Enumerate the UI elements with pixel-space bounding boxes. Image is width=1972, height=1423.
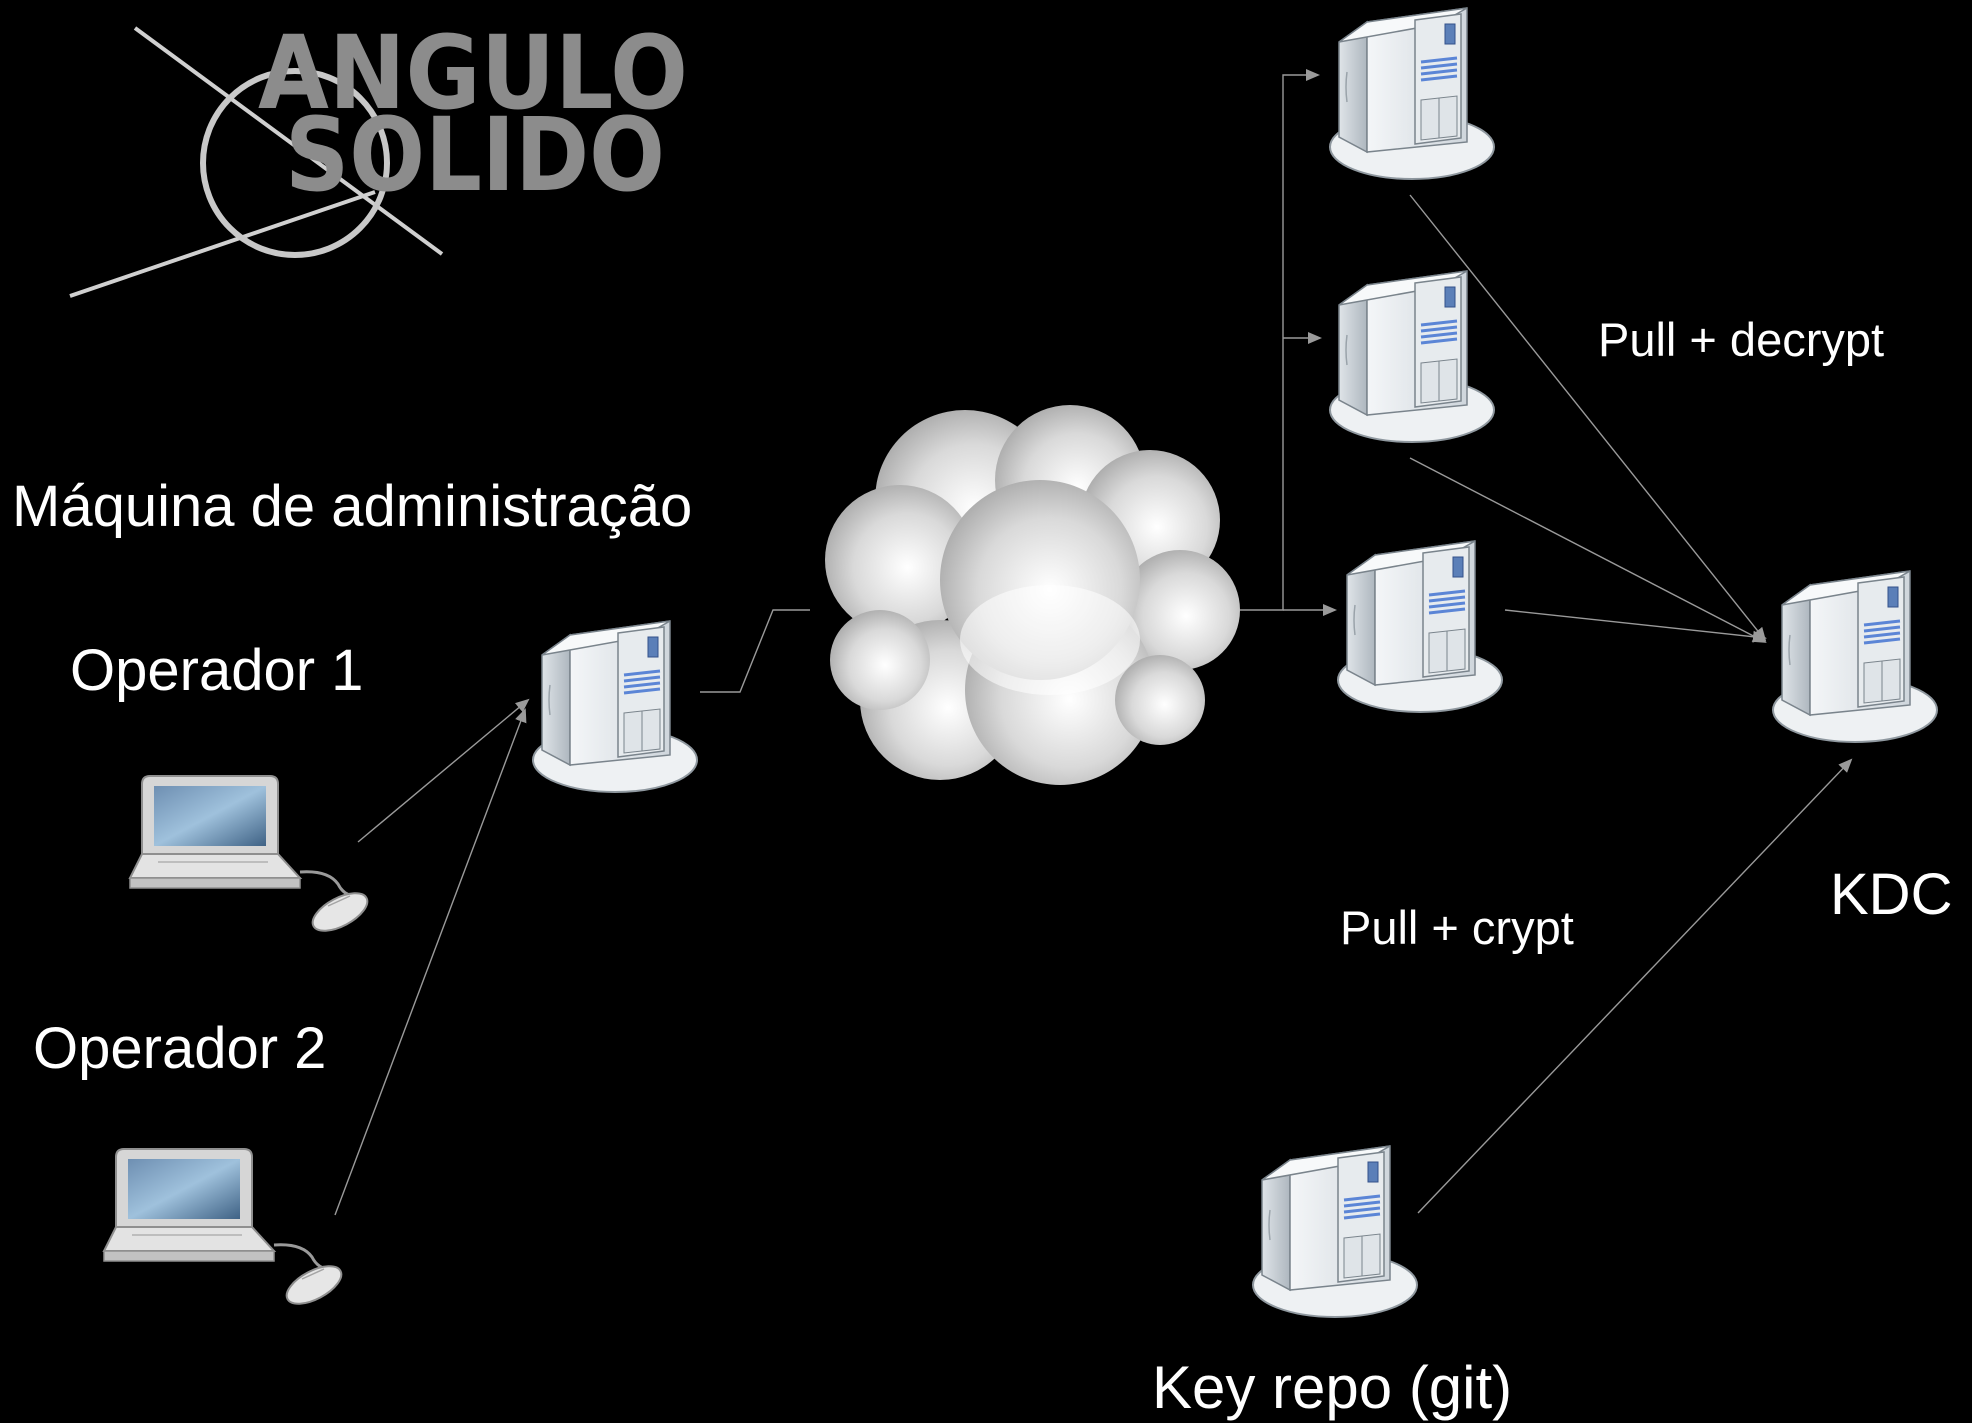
edge-operator2-admin [334,708,527,1216]
edge-target2-kdc [1409,457,1767,643]
operator2-laptop [102,1147,349,1313]
connectors [334,69,1853,1216]
logo-base-line [69,190,376,298]
angulo-solido-logo: ANGULO SOLIDO [69,14,688,298]
pull-crypt-label: Pull + crypt [1340,901,1574,954]
logo-text-line1: ANGULO [258,14,688,133]
operator2-label: Operador 2 [33,1016,327,1081]
edge-keyrepo-kdc [1417,758,1853,1214]
logo-slash-line [133,26,444,256]
target-server-1 [1328,6,1496,181]
logo-circle [200,68,390,258]
admin-server [531,619,699,794]
edge-target3-kdc [1504,609,1767,643]
key-repo-server [1251,1144,1419,1319]
key-repo-label: Key repo (git) [1152,1354,1513,1421]
operator1-laptop [128,774,375,940]
edge-admin-cloud [700,609,810,693]
kdc-label: KDC [1830,862,1953,927]
logo-text-line2: SOLIDO [285,96,665,215]
edge-cloud-target1 [1240,69,1320,611]
admin-machine-label: Máquina de administração [12,474,693,539]
edge-operator1-admin [357,698,530,843]
edge-target1-kdc [1409,194,1767,642]
network-cloud [825,405,1240,785]
pull-decrypt-label: Pull + decrypt [1598,313,1885,366]
target-server-2 [1328,269,1496,444]
operator1-label: Operador 1 [70,638,364,703]
kdc-server [1771,569,1939,744]
target-server-3 [1336,539,1504,714]
